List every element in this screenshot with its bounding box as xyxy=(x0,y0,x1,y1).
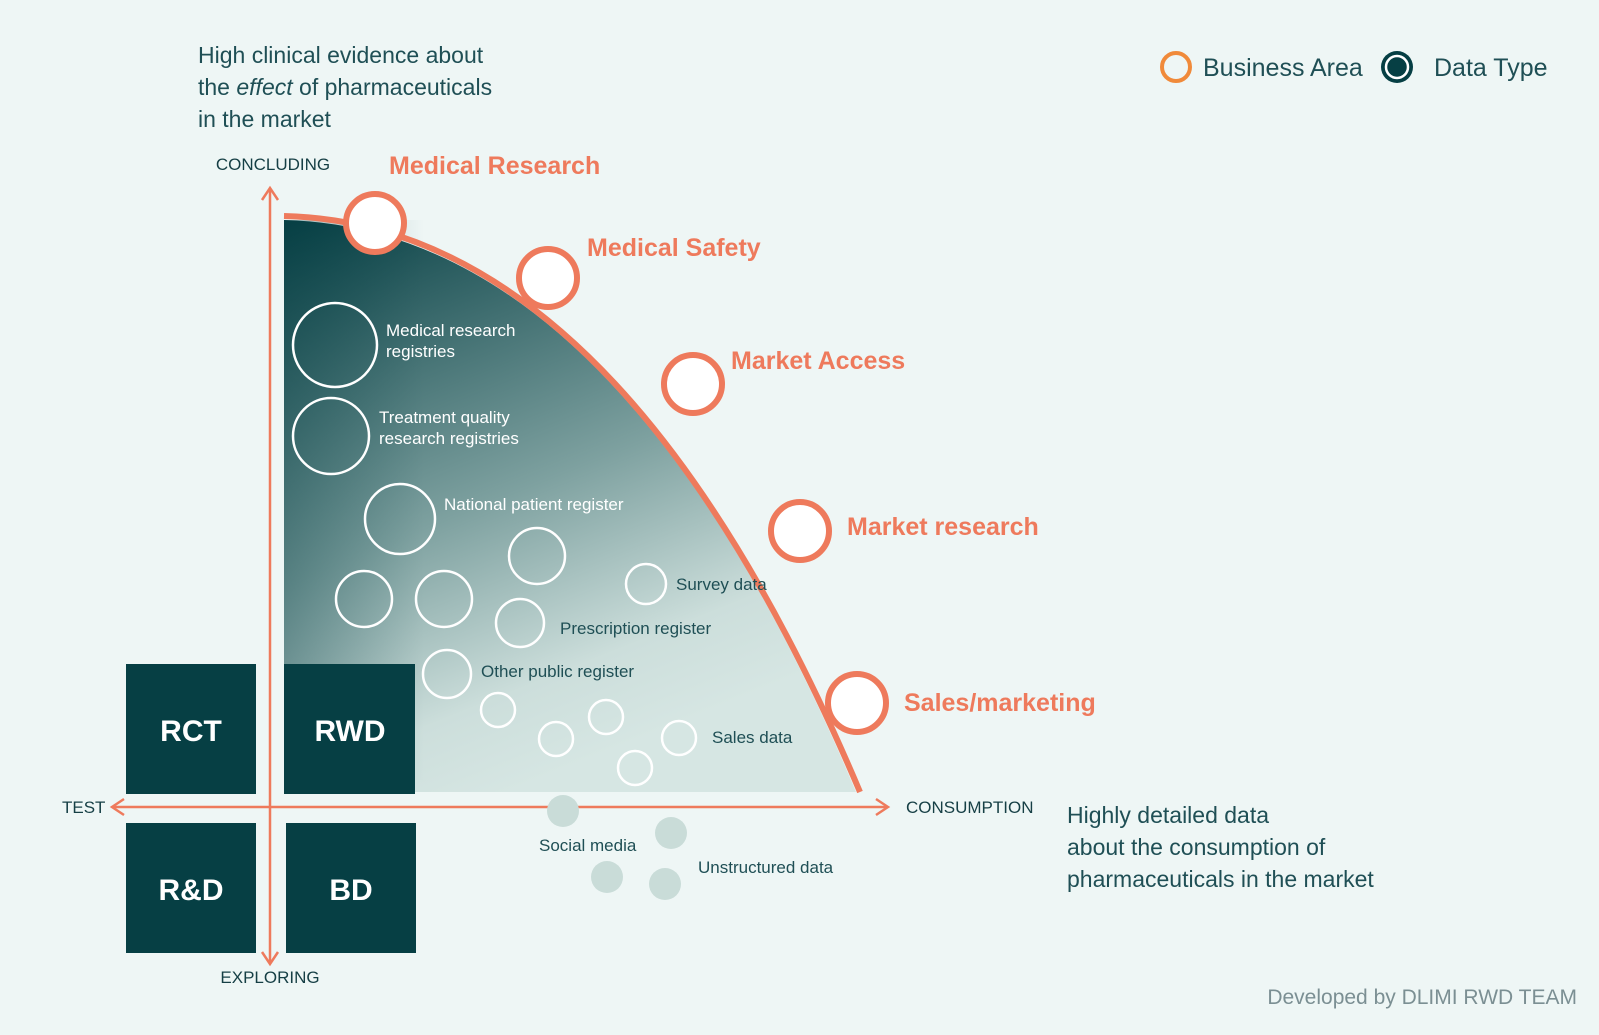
data-type-circle xyxy=(587,698,625,736)
axis-label-right: CONSUMPTION xyxy=(906,798,1034,817)
medical-research-label: Medical Research xyxy=(389,152,600,180)
sales-marketing-node xyxy=(825,671,889,735)
top-description: High clinical evidence about the effect … xyxy=(198,42,498,132)
data-type-circle xyxy=(507,526,567,586)
data-type-circle xyxy=(616,749,654,787)
data-type-circle xyxy=(334,569,394,629)
unstructured-data-circle xyxy=(591,861,623,893)
right-description: Highly detailed data about the consumpti… xyxy=(1067,802,1374,892)
axis-arrow-left xyxy=(109,797,125,817)
sales-marketing-label: Sales/marketing xyxy=(904,689,1096,717)
survey-data-circle xyxy=(624,562,668,606)
unstructured-data-label: Unstructured data xyxy=(698,858,834,877)
other-public-register-circle xyxy=(421,648,473,700)
top-description-line-2: the effect of pharmaceuticals xyxy=(198,74,492,100)
survey-data-label: Survey data xyxy=(676,575,767,594)
unstructured-data-circle xyxy=(649,868,681,900)
quadrant-bd: BD xyxy=(286,823,416,953)
medical-safety-node xyxy=(516,246,580,310)
prescription-register-label: Prescription register xyxy=(560,619,712,638)
data-type-legend-label: Data Type xyxy=(1434,54,1548,82)
axes xyxy=(109,185,891,967)
sales-data-circle xyxy=(660,719,698,757)
quadrant-rwd: RWD xyxy=(284,664,415,794)
national-patient-register-circle xyxy=(363,482,437,556)
market-access-node xyxy=(661,352,725,416)
quadrant-rd-label: R&D xyxy=(159,874,224,907)
data-type-circle xyxy=(414,569,474,629)
other-public-register-label: Other public register xyxy=(481,662,634,681)
quadrant-rwd-label: RWD xyxy=(314,715,385,748)
medical-safety-label: Medical Safety xyxy=(587,234,761,262)
credit-text: Developed by DLIMI RWD TEAM xyxy=(1267,986,1577,1009)
quadrant-bd-label: BD xyxy=(329,874,372,907)
axis-label-down: EXPLORING xyxy=(220,968,319,987)
unstructured-data-circle xyxy=(655,817,687,849)
business-area-nodes xyxy=(343,191,889,735)
market-research-node xyxy=(768,499,832,563)
unstructured-circles xyxy=(547,795,687,900)
axis-label-left: TEST xyxy=(62,798,105,817)
quadrant-rct: RCT xyxy=(126,664,256,794)
data-type-circles xyxy=(291,301,698,787)
business-area-legend-label: Business Area xyxy=(1203,54,1363,82)
axis-arrow-right xyxy=(875,797,891,817)
sales-data-label: Sales data xyxy=(712,728,793,747)
axis-arrow-up xyxy=(260,185,280,201)
data-type-circle xyxy=(537,720,575,758)
top-description-emphasis: effect xyxy=(236,74,294,100)
medical-research-registries-label: Medical research registries xyxy=(386,321,520,361)
medical-research-registries-circle xyxy=(291,301,379,389)
axis-arrow-down xyxy=(260,951,280,967)
social-media-label: Social media xyxy=(539,836,637,855)
market-research-label: Market research xyxy=(847,513,1039,541)
prescription-register-circle xyxy=(494,597,546,649)
market-access-label: Market Access xyxy=(731,347,905,375)
business-area-legend-icon xyxy=(1160,51,1192,83)
quadrant-rd: R&D xyxy=(126,823,256,953)
medical-research-node xyxy=(343,191,407,255)
top-description-line-3: in the market xyxy=(198,106,332,132)
national-patient-register-label: National patient register xyxy=(444,495,624,514)
data-type-legend-icon-ring xyxy=(1384,54,1410,80)
data-type-circle xyxy=(479,691,517,729)
treatment-quality-label: Treatment quality research registries xyxy=(379,408,519,448)
legend: Business Area Data Type xyxy=(1160,51,1548,83)
top-description-line-1: High clinical evidence about xyxy=(198,42,484,68)
quadrant-rct-label: RCT xyxy=(160,715,222,748)
axis-label-up: CONCLUDING xyxy=(216,155,330,174)
social-media-circle xyxy=(547,795,579,827)
treatment-quality-circle xyxy=(291,396,371,476)
rwd-coverage-area xyxy=(284,220,856,792)
